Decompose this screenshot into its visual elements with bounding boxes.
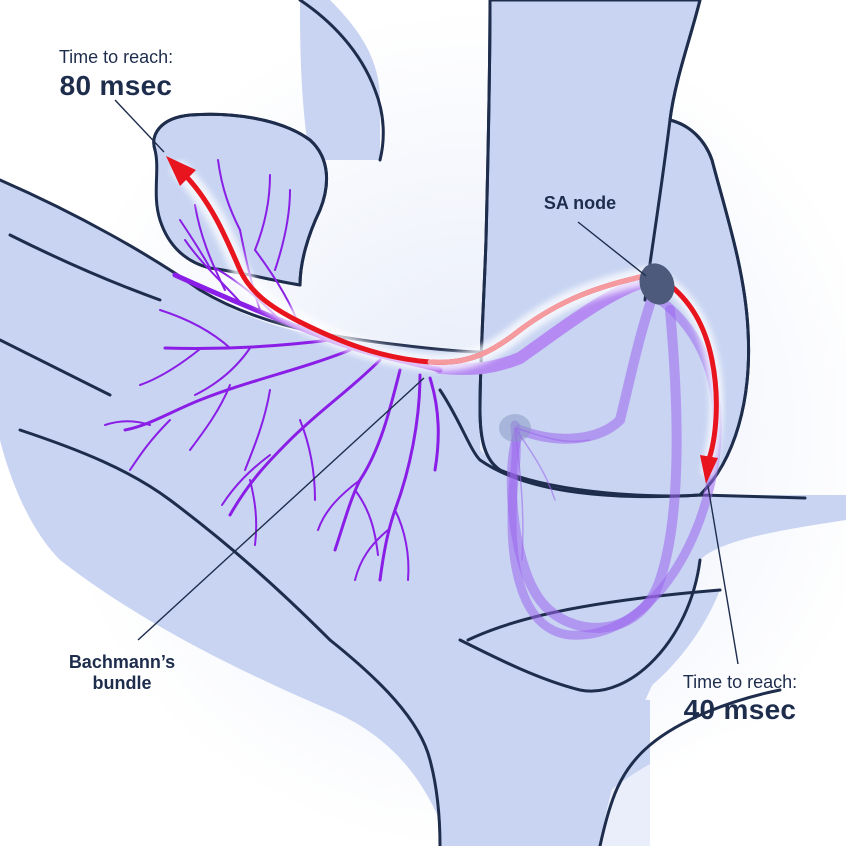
vein-edge-2 (0, 338, 112, 397)
sa-node-label: SA node (543, 193, 617, 213)
septum-edge (478, 0, 502, 472)
top-time-caption: Time to reach: (58, 47, 174, 67)
svc-edge (298, 0, 385, 162)
lower-chamber-edge (458, 558, 702, 693)
valve-plane-edge (438, 388, 807, 500)
sa-node (639, 263, 675, 305)
vein-edge-1 (8, 233, 162, 302)
arrowhead-appendage (166, 156, 196, 186)
arrowhead-right (700, 455, 718, 484)
atrium-top-edge (0, 178, 482, 354)
right-vessel-edge (598, 688, 782, 846)
right-atrium-wall (668, 118, 751, 497)
bachmann-trunk (434, 274, 656, 375)
pointer-sa-node (577, 221, 647, 277)
top-time-value: 80 msec (59, 70, 173, 101)
lower-fade (560, 700, 846, 846)
bottom-time-value: 40 msec (683, 694, 797, 725)
vein-edge-3 (18, 428, 332, 642)
pointer-bachmann (137, 377, 425, 641)
appendage-edge (152, 112, 329, 287)
inferior-region (470, 590, 720, 720)
vessel-top-left (300, 0, 380, 160)
left-vessel-edge (328, 638, 442, 846)
internodal-loop-back (506, 285, 682, 633)
lower-vessel-edge (466, 588, 722, 642)
conduction-path-fade (427, 272, 653, 365)
pointer-top-time (114, 99, 165, 153)
conduction-path-right (663, 279, 719, 465)
bachmann-branches (104, 159, 443, 582)
bachmann-label-line1: Bachmann’s (68, 652, 176, 672)
pointer-bottom-time (707, 485, 739, 665)
bottom-time-caption: Time to reach: (682, 672, 798, 692)
bachmann-label-line2: bundle (92, 673, 152, 693)
av-fibers (514, 427, 591, 561)
